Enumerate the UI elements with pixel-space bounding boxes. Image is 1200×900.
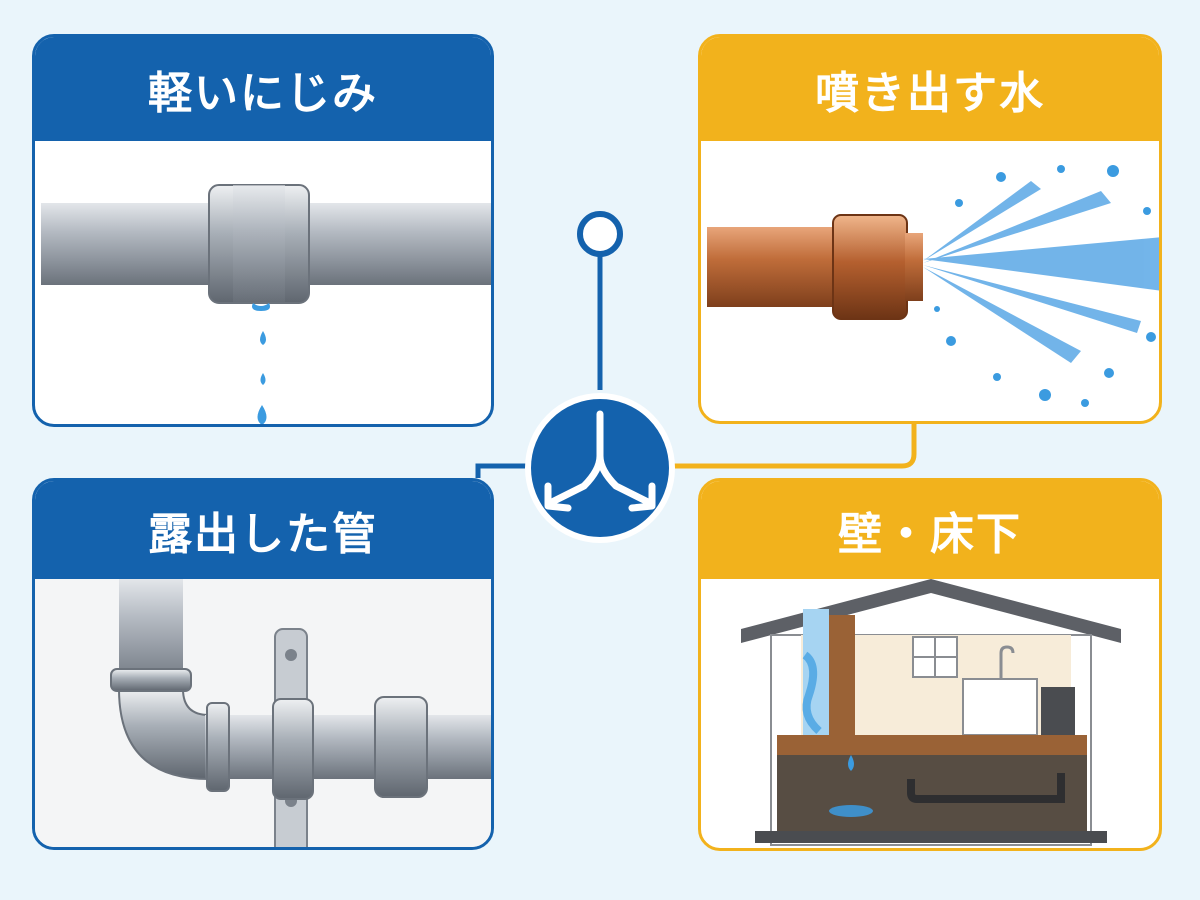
panel-light-seepage: 軽いにじみ — [32, 34, 494, 427]
house-cross-section-illustration — [701, 579, 1159, 848]
panel-gushing-water: 噴き出す水 — [698, 34, 1162, 424]
panel-exposed-pipe: 露出した管 — [32, 478, 494, 850]
exposed-pipe-illustration — [35, 579, 491, 847]
seeping-pipe-illustration — [35, 141, 491, 424]
top-node-circle — [577, 211, 623, 257]
split-arrows-icon — [544, 410, 656, 512]
panel-title: 露出した管 — [35, 481, 491, 579]
panel-title: 軽いにじみ — [35, 37, 491, 141]
split-hub — [518, 386, 682, 550]
panel-wall-underfloor: 壁・床下 — [698, 478, 1162, 851]
panel-title: 噴き出す水 — [701, 37, 1159, 141]
panel-title: 壁・床下 — [701, 481, 1159, 579]
gushing-pipe-illustration — [701, 141, 1159, 421]
